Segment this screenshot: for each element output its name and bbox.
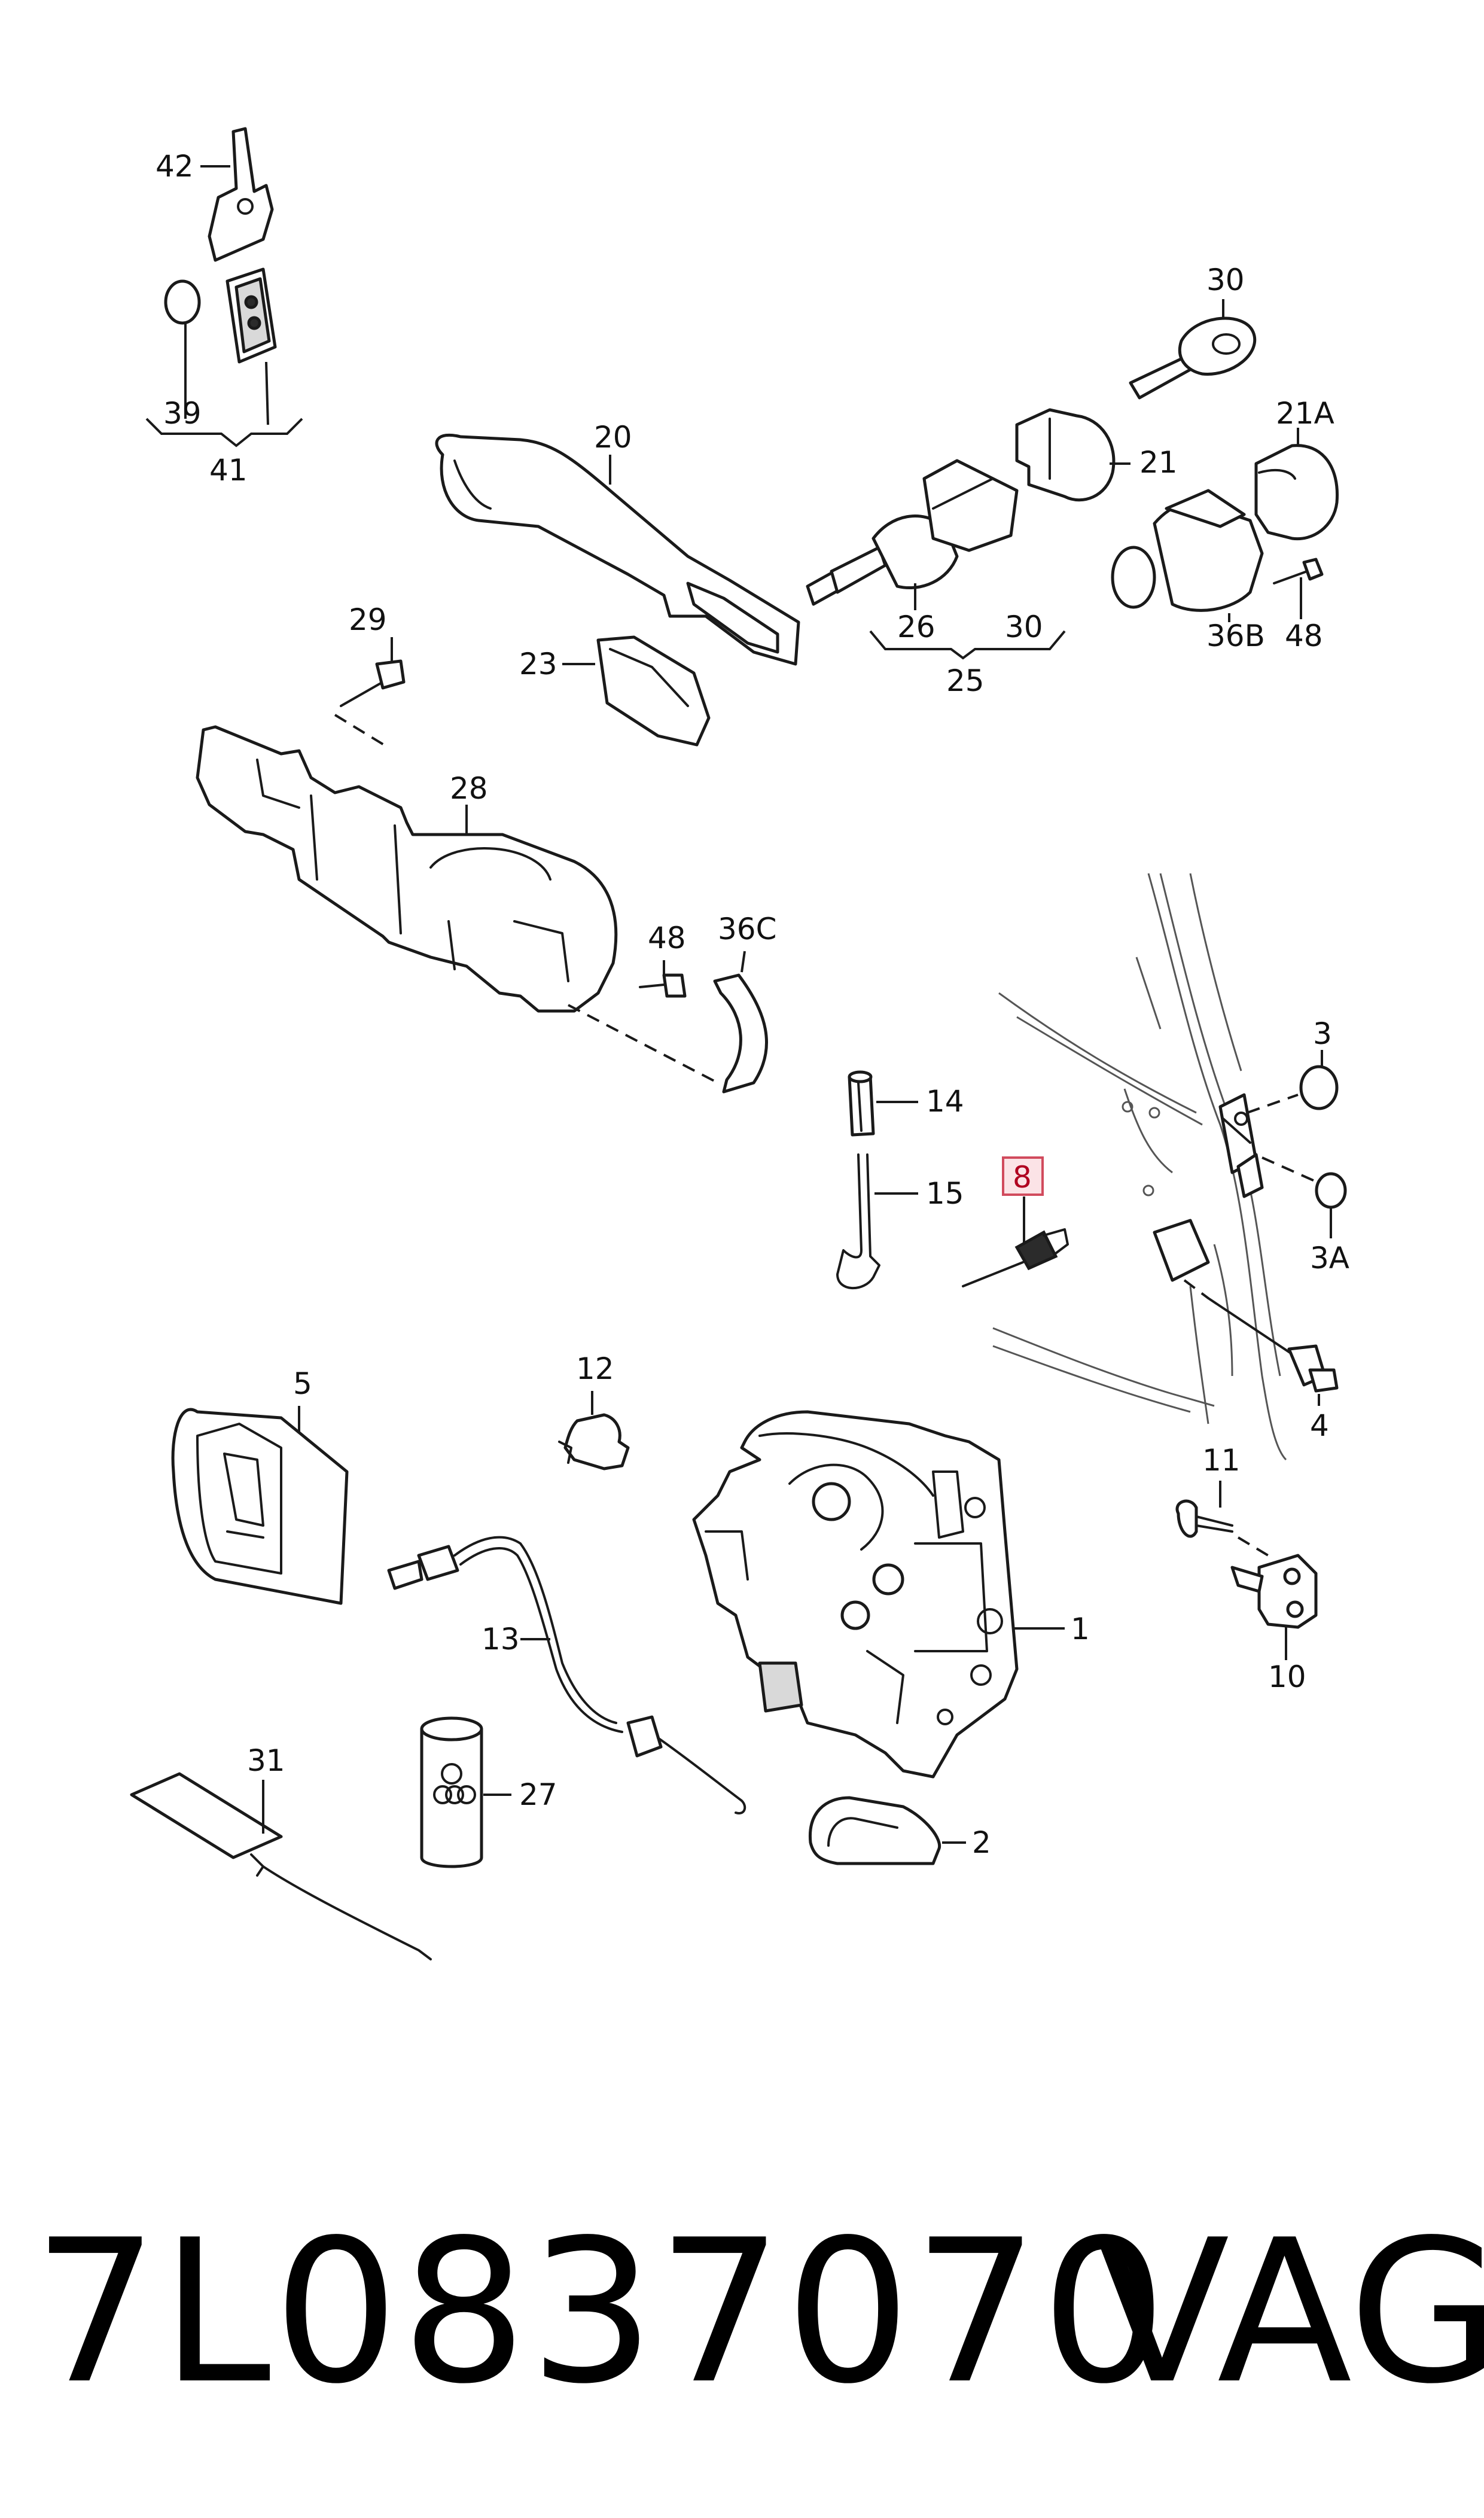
callout-36b: 36B bbox=[1206, 619, 1265, 653]
lock-housing-part-36b bbox=[1111, 489, 1264, 612]
plug-part-3 bbox=[1299, 1065, 1339, 1110]
callout-10: 10 bbox=[1268, 1660, 1306, 1694]
callout-48-mid: 48 bbox=[648, 921, 686, 955]
bolt-part-4 bbox=[1207, 1297, 1339, 1393]
callout-3: 3 bbox=[1313, 1016, 1332, 1051]
callout-27: 27 bbox=[519, 1777, 557, 1812]
callout-36c: 36C bbox=[718, 912, 777, 946]
o-ring-part-3a bbox=[1315, 1172, 1347, 1209]
callout-12: 12 bbox=[576, 1351, 614, 1386]
cable-clip-part-12 bbox=[558, 1413, 630, 1470]
callout-8: 8 bbox=[1013, 1160, 1032, 1195]
lock-cylinder-part-26 bbox=[806, 459, 1019, 606]
callout-20: 20 bbox=[594, 420, 632, 455]
inner-handle-trim-part-5 bbox=[171, 1408, 349, 1605]
callout-41: 41 bbox=[209, 453, 248, 488]
part-number: 7L0837070 bbox=[33, 2197, 1169, 2427]
door-lock-unit-part-1 bbox=[692, 1410, 1019, 1779]
exploded-parts-diagram: 42 39 41 20 30 21 21A 26 30 25 bbox=[130, 127, 1349, 1960]
callout-39: 39 bbox=[163, 396, 202, 431]
tag-label-part-31 bbox=[130, 1772, 432, 1960]
key-fob-part-42 bbox=[208, 127, 274, 262]
striker-plate bbox=[1153, 1093, 1264, 1282]
pin-part-11 bbox=[1175, 1499, 1233, 1538]
callout-3a: 3A bbox=[1310, 1241, 1349, 1275]
o-ring-part-39 bbox=[164, 279, 201, 325]
lubricant-can-part-27 bbox=[420, 1716, 483, 1868]
bowden-pin-part-8 bbox=[962, 1228, 1069, 1287]
retaining-clip-part-36c bbox=[713, 973, 768, 1094]
callout-23: 23 bbox=[519, 647, 557, 681]
callout-30-top: 30 bbox=[1206, 263, 1245, 297]
callout-1: 1 bbox=[1071, 1612, 1090, 1646]
callout-28: 28 bbox=[450, 771, 488, 806]
callout-42: 42 bbox=[156, 149, 194, 184]
callout-15: 15 bbox=[926, 1176, 964, 1211]
remote-key-part-41 bbox=[226, 267, 277, 364]
bowden-cable-part-13 bbox=[387, 1536, 746, 1814]
callout-4: 4 bbox=[1310, 1408, 1329, 1443]
callout-21: 21 bbox=[1139, 445, 1178, 480]
callout-48-top: 48 bbox=[1285, 619, 1323, 653]
cover-seal-part-2 bbox=[808, 1796, 941, 1865]
callout-5: 5 bbox=[293, 1366, 312, 1401]
key-part-30 bbox=[1129, 316, 1257, 400]
lock-cap-part-21 bbox=[1015, 408, 1116, 502]
handle-seal-part-23 bbox=[596, 635, 711, 747]
guide-plate-part-10 bbox=[1230, 1554, 1318, 1629]
callout-25: 25 bbox=[946, 663, 985, 698]
bolt-part-29 bbox=[340, 659, 406, 707]
screw-part-48-top bbox=[1273, 558, 1324, 584]
pin-part-14 bbox=[848, 1070, 875, 1137]
callout-11: 11 bbox=[1202, 1443, 1241, 1478]
operating-rod-part-15 bbox=[836, 1153, 880, 1290]
callout-29: 29 bbox=[349, 602, 387, 637]
callout-26: 26 bbox=[897, 610, 936, 644]
callout-2: 2 bbox=[972, 1825, 991, 1860]
door-handle-part-20 bbox=[435, 433, 800, 666]
callout-13: 13 bbox=[482, 1622, 520, 1657]
screw-part-48-mid bbox=[639, 973, 687, 998]
callout-30-bottom: 30 bbox=[1005, 610, 1043, 644]
callout-14: 14 bbox=[926, 1084, 964, 1119]
lock-cover-part-21a bbox=[1254, 444, 1339, 541]
handle-carrier-part-28 bbox=[196, 725, 618, 1013]
callout-21a: 21A bbox=[1276, 396, 1334, 431]
footer-caption: 7L0837070 VAG bbox=[0, 2190, 1484, 2477]
brand-name: VAG bbox=[1095, 2197, 1484, 2427]
highlight-box-callout-8 bbox=[1002, 1156, 1044, 1196]
callout-31: 31 bbox=[247, 1743, 285, 1778]
